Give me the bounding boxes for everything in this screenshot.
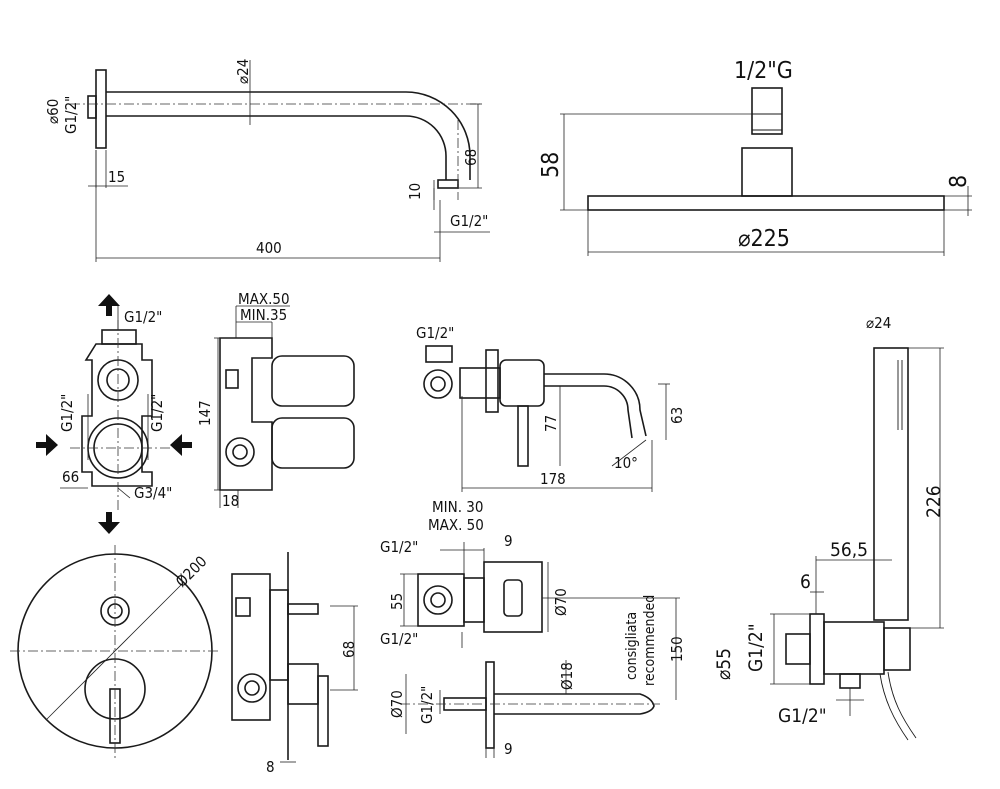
long-spout-thread-label: G1/2" bbox=[418, 686, 436, 724]
spout-side-drawing: G1/2" 77 63 178 10° bbox=[416, 324, 686, 492]
mixer-box-side-drawing: MAX.50 MIN.35 147 18 bbox=[196, 290, 355, 510]
hand-55-label: ⌀55 bbox=[713, 648, 735, 680]
mixer-recommended-label: recommended bbox=[642, 595, 658, 686]
mixer-max-label: MAX. 50 bbox=[428, 516, 484, 534]
mixer-consigliata-label: consigliata bbox=[624, 612, 640, 680]
arm-length-label: 400 bbox=[256, 239, 282, 257]
spout-178-label: 178 bbox=[540, 470, 566, 488]
mixer-150-label: 150 bbox=[668, 636, 686, 662]
mixer-closeup-drawing: MIN. 30 MAX. 50 G1/2" 9 55 Ø70 G1/2" con… bbox=[380, 498, 686, 700]
head-thickness-label: 8 bbox=[946, 175, 972, 188]
mixer-min-label: MIN. 30 bbox=[432, 498, 483, 516]
spout-63-label: 63 bbox=[668, 407, 686, 424]
long-spout-9-label: 9 bbox=[504, 740, 513, 758]
spout-angle-label: 10° bbox=[614, 454, 638, 472]
plate-68-label: 68 bbox=[340, 641, 358, 658]
arm-flange-diameter-label: ⌀60 bbox=[44, 99, 62, 124]
plate-diameter-label: Ø200 bbox=[172, 552, 210, 590]
mixer-70-label: Ø70 bbox=[552, 588, 570, 616]
spout-thread-label: G1/2" bbox=[416, 324, 454, 342]
mixer-bottom-thread-label: G1/2" bbox=[380, 630, 418, 648]
hand-bottom-thread-label: G1/2" bbox=[778, 705, 827, 727]
plate-8-label: 8 bbox=[266, 758, 275, 776]
hand-diameter-label: ⌀24 bbox=[866, 314, 891, 332]
box-147-label: 147 bbox=[196, 400, 214, 426]
long-spout-drawing: Ø18 Ø70 G1/2" 9 bbox=[388, 660, 660, 758]
arm-10-label: 10 bbox=[406, 183, 424, 200]
arm-out-thread-label: G1/2" bbox=[450, 212, 488, 230]
arm-diameter-label: ⌀24 bbox=[234, 59, 252, 84]
arm-drop-label: 68 bbox=[462, 149, 480, 166]
long-spout-18-label: Ø18 bbox=[558, 662, 576, 690]
mixer-55-label: 55 bbox=[388, 593, 406, 610]
box-66-label: 66 bbox=[62, 468, 79, 486]
head-diameter-label: ⌀225 bbox=[738, 226, 790, 252]
valve-side-drawing: 68 8 bbox=[231, 552, 358, 776]
mixer-box-front-drawing: G1/2" G1/2" G1/2" 66 G3/4" bbox=[36, 294, 192, 534]
box-top-thread-label: G1/2" bbox=[124, 308, 162, 326]
hand-226-label: 226 bbox=[923, 485, 945, 518]
round-plate-drawing: Ø200 bbox=[10, 545, 220, 760]
arm-15-label: 15 bbox=[108, 168, 125, 186]
head-thread-label: 1/2"G bbox=[734, 58, 793, 84]
mixer-top-thread-label: G1/2" bbox=[380, 538, 418, 556]
hand-shower-drawing: ⌀24 226 56,5 6 ⌀55 G1/2" G1/2" bbox=[713, 314, 945, 741]
hand-565-label: 56,5 bbox=[830, 539, 868, 561]
long-spout-70-label: Ø70 bbox=[388, 690, 406, 718]
spout-77-label: 77 bbox=[542, 415, 560, 432]
arm-thread-label: G1/2" bbox=[62, 96, 80, 134]
shower-arm-drawing: ⌀24 ⌀60 G1/2" 15 68 10 G1/2" 400 bbox=[44, 59, 490, 262]
shower-head-drawing: 1/2"G 58 8 ⌀225 bbox=[538, 58, 972, 256]
hand-6-label: 6 bbox=[800, 571, 811, 593]
mixer-9-label: 9 bbox=[504, 532, 513, 550]
hand-thread-label: G1/2" bbox=[745, 623, 767, 672]
head-height-label: 58 bbox=[538, 152, 564, 178]
box-18-label: 18 bbox=[222, 492, 239, 510]
box-min-label: MIN.35 bbox=[240, 306, 287, 324]
box-max-label: MAX.50 bbox=[238, 290, 290, 308]
box-right-thread-label: G1/2" bbox=[148, 394, 166, 432]
box-bottom-thread-label: G3/4" bbox=[134, 484, 172, 502]
box-left-thread-label: G1/2" bbox=[58, 394, 76, 432]
